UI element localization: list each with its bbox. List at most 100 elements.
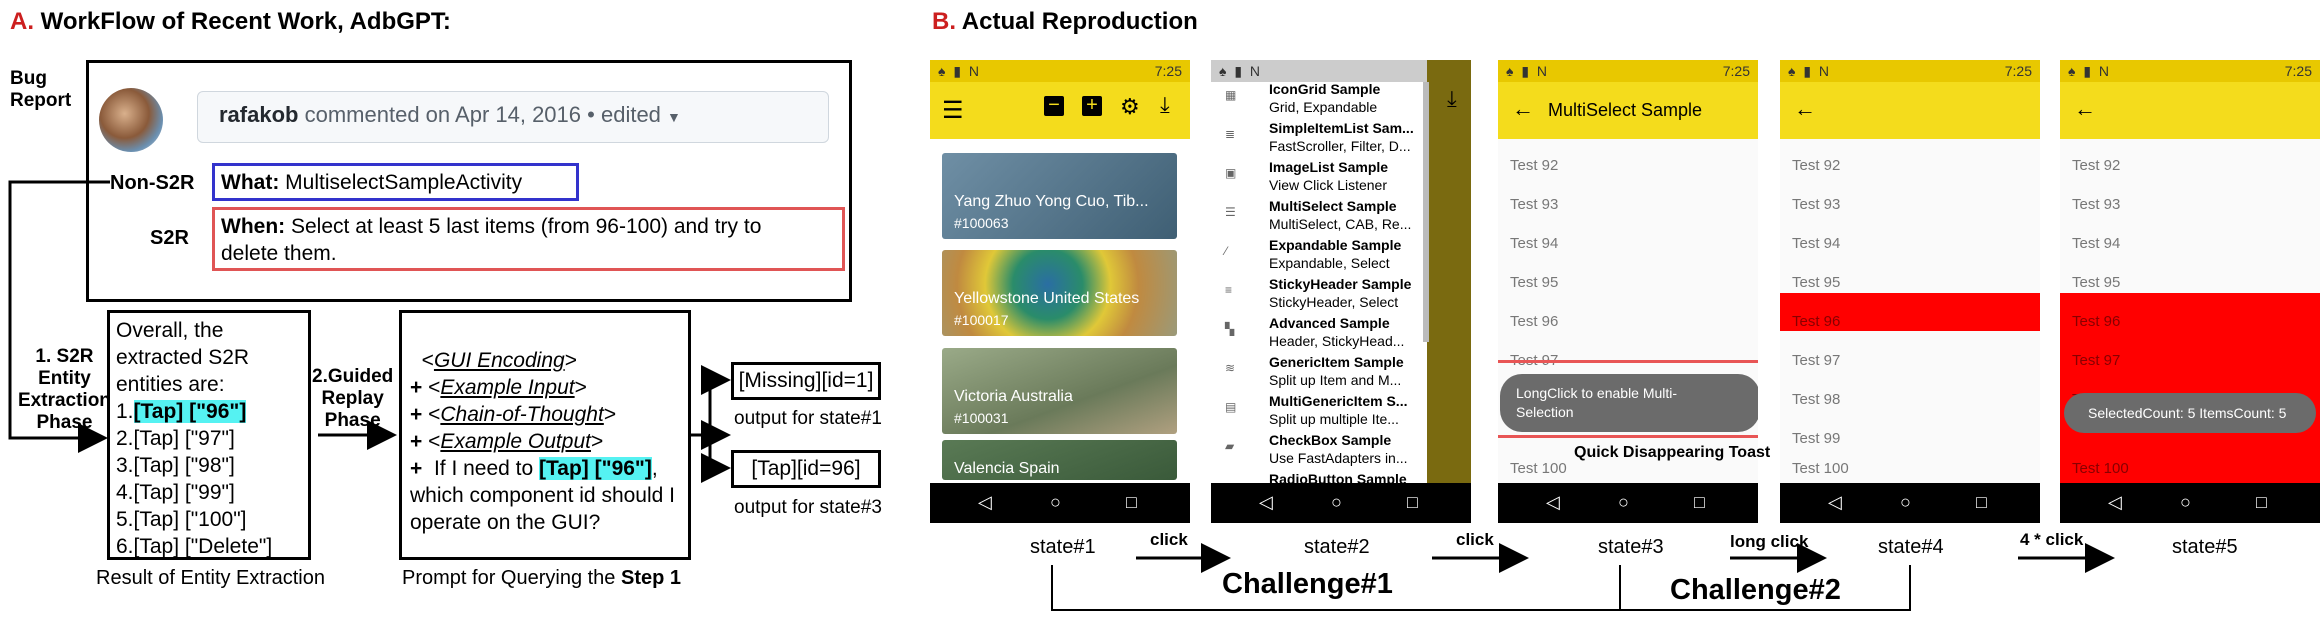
output-box-2: [Tap][id=96] [731, 450, 881, 488]
home-icon[interactable]: ○ [1331, 492, 1342, 512]
prompt-caption: Prompt for Querying the Step 1 [402, 567, 682, 589]
collapse-icon[interactable]: − [1044, 95, 1064, 116]
list-item[interactable]: Test 96 [2072, 313, 2121, 330]
back-arrow-icon[interactable]: ← [1794, 96, 1816, 121]
back-icon[interactable]: ◁ [978, 492, 992, 512]
menu-item-simpleitemlist[interactable]: ≣SimpleItemList Sam...FastScroller, Filt… [1225, 120, 1414, 154]
expand-icon[interactable]: + [1082, 95, 1102, 116]
menu-icon[interactable]: ☰ [942, 97, 964, 124]
section-a-title: A. WorkFlow of Recent Work, AdbGPT: [10, 8, 451, 35]
bug-report-box: rafakob commented on Apr 14, 2016 • edit… [86, 60, 852, 302]
what-box [212, 163, 579, 201]
what-text: What: MultiselectSampleActivity [221, 171, 523, 194]
list-item[interactable]: Test 97 [1792, 352, 1841, 369]
state-label-4: state#4 [1878, 536, 1944, 558]
list-item[interactable]: Test 95 [2072, 274, 2121, 291]
list-item[interactable]: Test 95 [1792, 274, 1841, 291]
home-icon[interactable]: ○ [1050, 492, 1061, 512]
menu-item-multigenericitem[interactable]: ▤MultiGenericItem S...Split up multiple … [1225, 393, 1408, 427]
list-item[interactable]: Test 98 [1792, 391, 1841, 408]
list-item[interactable]: Test 95 [1510, 274, 1559, 291]
list-item[interactable]: Test 94 [1792, 235, 1841, 252]
list-item[interactable]: Test 94 [2072, 235, 2121, 252]
list-item[interactable]: Test 93 [2072, 196, 2121, 213]
nav-bar: ◁ ○ □ [2060, 483, 2320, 523]
action-label-3: long click [1730, 532, 1809, 551]
selected-row[interactable] [1780, 293, 2040, 331]
back-arrow-icon[interactable]: ← [1512, 96, 1534, 121]
gallery-card-1[interactable]: Yang Zhuo Yong Cuo, Tib...#100063 [942, 153, 1177, 239]
state-label-2: state#2 [1304, 536, 1370, 558]
back-icon[interactable]: ◁ [1546, 492, 1560, 512]
home-icon[interactable]: ○ [1618, 492, 1629, 512]
timeline-connectors [1051, 543, 2115, 611]
chevron-down-icon[interactable]: ▼ [667, 109, 681, 125]
output-box-1: [Missing][id=1] [731, 362, 881, 400]
download-icon[interactable]: ⤓ [1447, 86, 1457, 111]
toast: LongClick to enable Multi-Selection [1500, 374, 1758, 432]
list-item[interactable]: Test 92 [1792, 157, 1841, 174]
list-item[interactable]: Test 100 [2072, 460, 2129, 477]
extraction-caption: Result of Entity Extraction [96, 567, 325, 589]
list-item[interactable]: Test 93 [1510, 196, 1559, 213]
toast-caption: Quick Disappearing Toast [1574, 444, 1771, 461]
when-box [212, 207, 845, 271]
recents-icon[interactable]: □ [1126, 492, 1137, 512]
extraction-item-3: 3.[Tap] ["98"] [116, 454, 235, 477]
back-icon[interactable]: ◁ [2108, 492, 2122, 512]
state-label-5: state#5 [2172, 536, 2238, 558]
list-item[interactable]: Test 96 [1510, 313, 1559, 330]
app-bar: ← [1780, 82, 2040, 139]
recents-icon[interactable]: □ [2256, 492, 2267, 512]
output-caption-2: output for state#3 [734, 497, 882, 518]
list-item[interactable]: Test 94 [1510, 235, 1559, 252]
home-icon[interactable]: ○ [1900, 492, 1911, 512]
extraction-box: Overall, the extracted S2R entities are:… [107, 310, 311, 560]
back-icon[interactable]: ◁ [1828, 492, 1842, 512]
back-arrow-icon[interactable]: ← [2074, 96, 2096, 121]
challenge-2-label: Challenge#2 [1670, 574, 1841, 606]
back-icon[interactable]: ◁ [1259, 492, 1273, 512]
gallery-card-2[interactable]: Yellowstone United States#100017 [942, 250, 1177, 336]
output-caption-1: output for state#1 [734, 408, 882, 429]
section-a-connectors [8, 180, 731, 483]
download-icon[interactable]: ⤓ [1160, 92, 1170, 117]
prompt-gui-encoding: <GUI Encoding> [410, 349, 577, 372]
home-icon[interactable]: ○ [2180, 492, 2191, 512]
recents-icon[interactable]: □ [1407, 492, 1418, 512]
list-item[interactable]: Test 99 [1792, 430, 1841, 447]
list-item[interactable]: Test 97 [2072, 352, 2121, 369]
list-item[interactable]: Test 92 [2072, 157, 2121, 174]
list-item[interactable]: Test 100 [1510, 460, 1567, 477]
list-item[interactable]: Test 93 [1792, 196, 1841, 213]
gallery-card-3[interactable]: Victoria Australia#100031 [942, 348, 1177, 434]
extraction-item-1: 1.[Tap] ["96"] [116, 400, 247, 423]
list-item[interactable]: Test 96 [1792, 313, 1841, 330]
drawer-scrollbar[interactable] [1423, 82, 1429, 342]
s2r-label: S2R [150, 227, 189, 249]
recents-icon[interactable]: □ [1976, 492, 1987, 512]
nav-bar: ◁ ○ □ [1498, 483, 1758, 523]
list-item[interactable]: Test 100 [1792, 460, 1849, 477]
bug-report-label: Bug Report [10, 68, 72, 111]
settings-icon[interactable]: ⚙ [1120, 94, 1140, 119]
prompt-question: + If I need to [Tap] ["96"], [410, 457, 658, 480]
list-item[interactable]: Test 92 [1510, 157, 1559, 174]
selected-row[interactable] [2060, 293, 2320, 489]
challenge-1-label: Challenge#1 [1222, 568, 1393, 600]
recents-icon[interactable]: □ [1694, 492, 1705, 512]
gallery-card-4[interactable]: Valencia Spain [942, 440, 1177, 480]
